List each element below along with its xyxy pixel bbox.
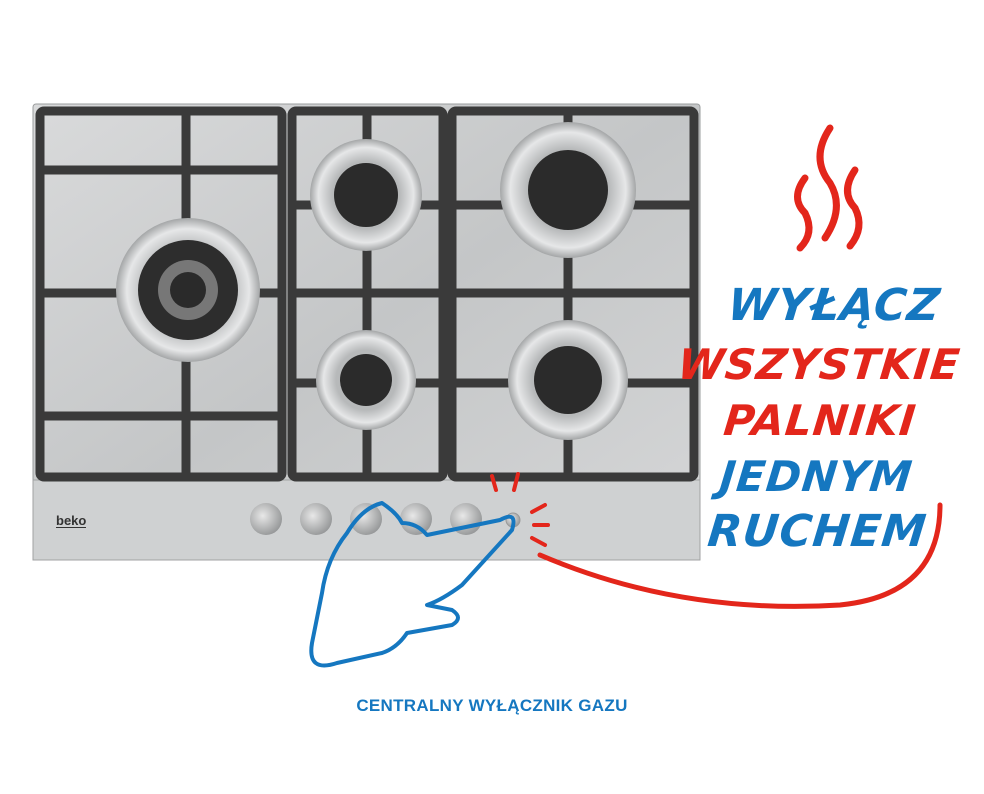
slogan-line-1: WYŁĄCZ — [725, 280, 944, 331]
knob-2 — [300, 503, 332, 535]
brand-logo: beko — [56, 513, 87, 528]
spark-marks-icon — [490, 472, 550, 547]
burners — [116, 122, 636, 440]
knob-1 — [250, 503, 282, 535]
slogan-line-4: JEDNYM — [717, 452, 916, 501]
red-swoosh-arrow — [537, 502, 943, 609]
slogan-line-3: PALNIKI — [721, 396, 919, 445]
heat-waves-icon — [794, 124, 863, 252]
caption: CENTRALNY WYŁĄCZNIK GAZU — [356, 696, 628, 715]
slogan-line-5: RUCHEM — [705, 506, 930, 557]
knob-3 — [350, 503, 382, 535]
knob-4 — [400, 503, 432, 535]
grates — [35, 106, 699, 482]
pointing-hand-icon — [309, 501, 516, 668]
slogan-line-2: WSZYSTKIE — [675, 340, 963, 389]
